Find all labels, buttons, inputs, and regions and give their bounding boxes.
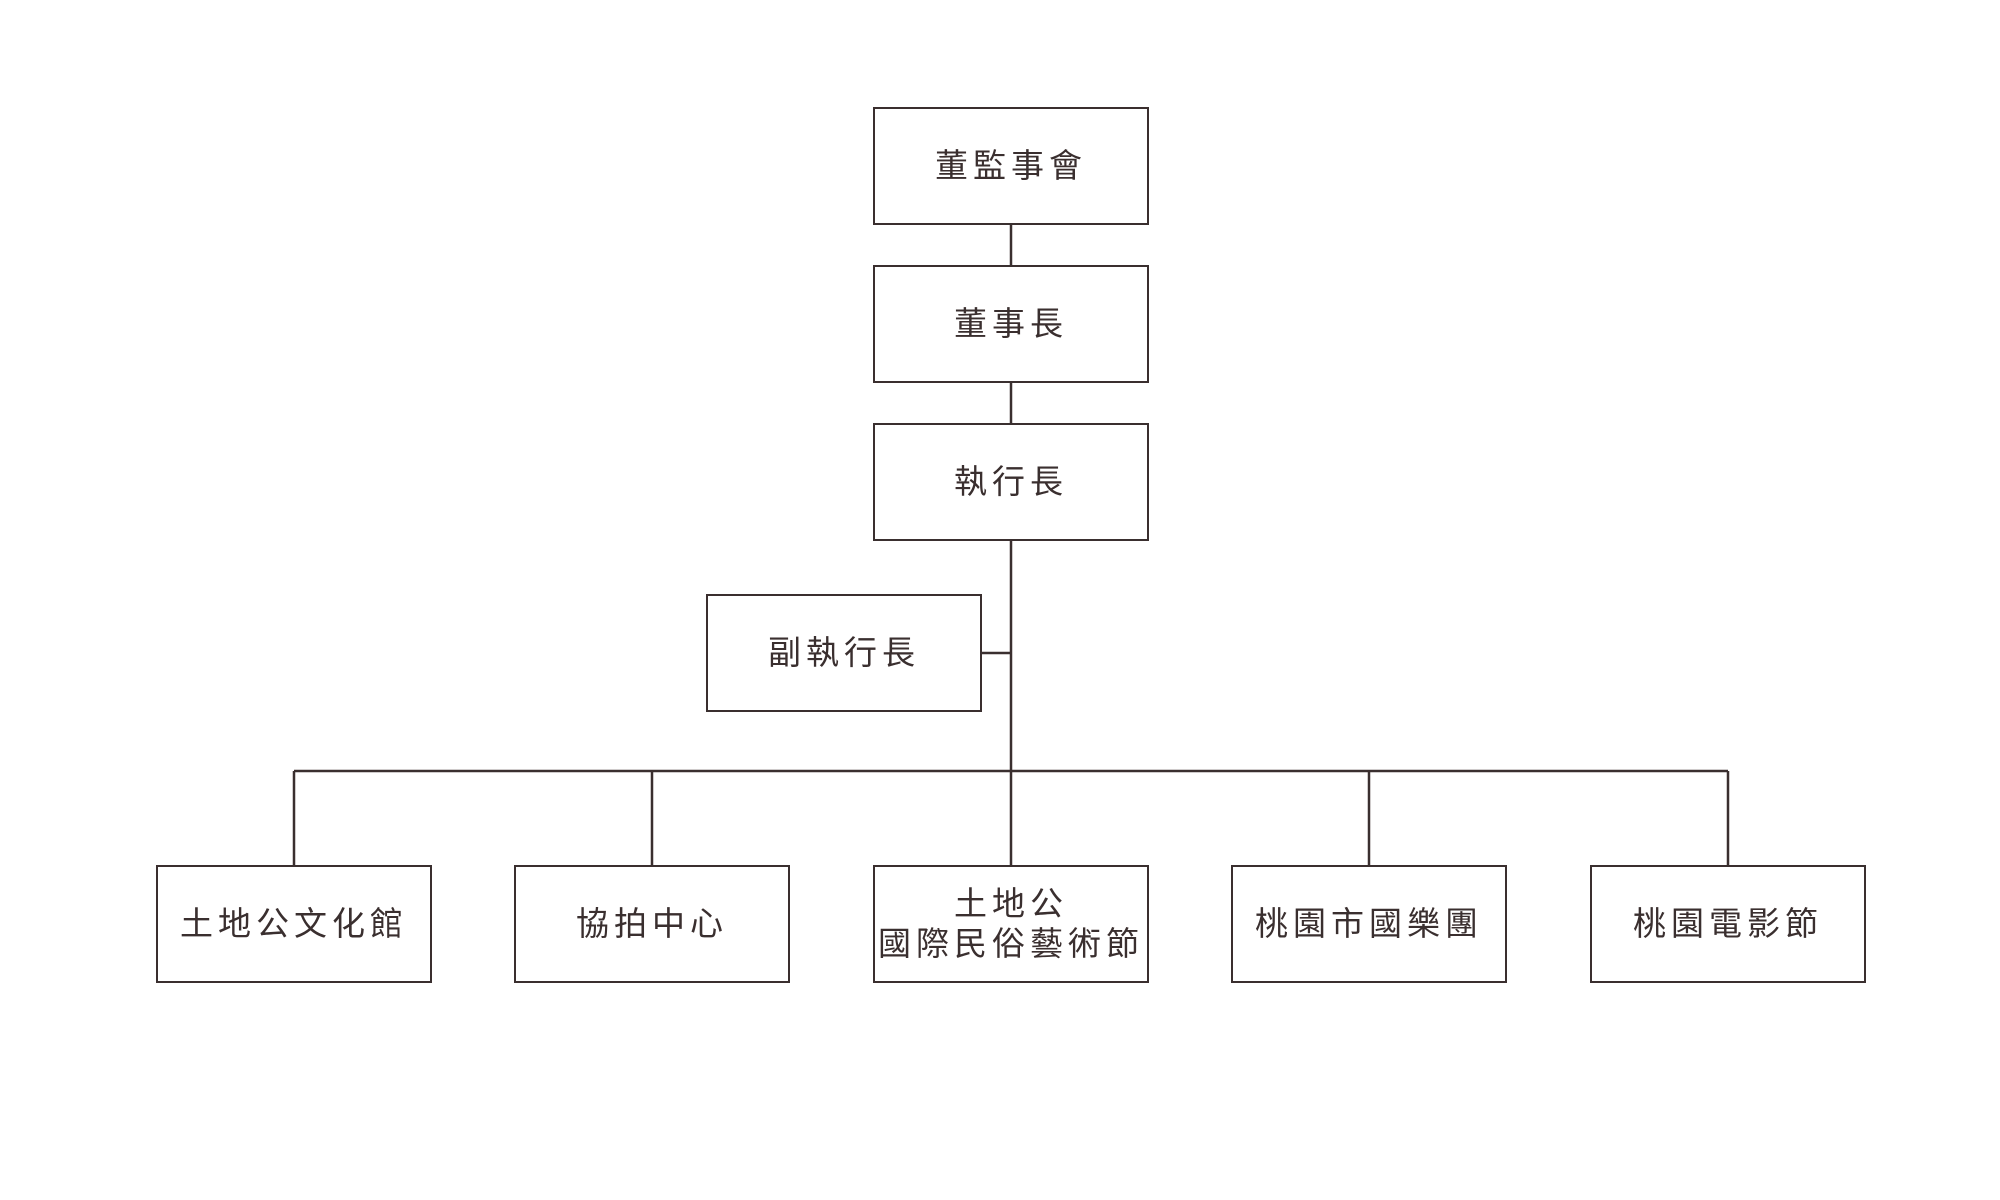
node-department: 土地公 國際民俗藝術節 xyxy=(873,865,1149,983)
node-label: 土地公文化館 xyxy=(180,904,408,943)
node-supervisory-board: 董監事會 xyxy=(873,107,1149,225)
node-chairman: 董事長 xyxy=(873,265,1149,383)
node-label: 協拍中心 xyxy=(576,904,728,943)
node-department: 桃園市國樂團 xyxy=(1231,865,1507,983)
node-deputy-ceo: 副執行長 xyxy=(706,594,982,712)
node-label: 董事長 xyxy=(954,304,1068,343)
node-label: 桃園市國樂團 xyxy=(1255,904,1483,943)
node-department: 協拍中心 xyxy=(514,865,790,983)
node-department: 桃園電影節 xyxy=(1590,865,1866,983)
node-label: 董監事會 xyxy=(935,146,1087,185)
node-label: 土地公 xyxy=(954,884,1068,923)
node-label: 副執行長 xyxy=(768,633,920,672)
node-label: 執行長 xyxy=(954,462,1068,501)
node-department: 土地公文化館 xyxy=(156,865,432,983)
node-label: 國際民俗藝術節 xyxy=(878,924,1144,963)
node-ceo: 執行長 xyxy=(873,423,1149,541)
node-label: 桃園電影節 xyxy=(1633,904,1823,943)
